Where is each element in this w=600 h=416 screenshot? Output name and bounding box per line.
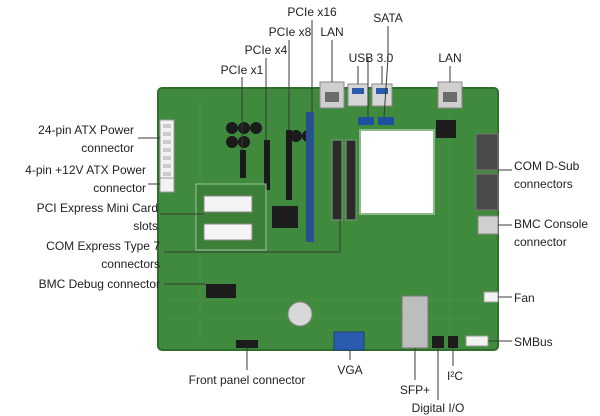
label-bmc-console-line2: connector xyxy=(514,235,567,249)
label-pcie-x1: PCIe x1 xyxy=(220,63,264,77)
i2c-header xyxy=(448,336,458,348)
label-sata: SATA xyxy=(373,11,403,25)
digital-io-header xyxy=(432,336,444,348)
label-fan: Fan xyxy=(514,291,535,305)
pcie-x4-slot xyxy=(264,140,270,190)
pcie-x8-slot xyxy=(286,130,292,200)
label-com-dsub-line1: COM D-Sub xyxy=(514,159,580,173)
pcie-x1-slot xyxy=(240,150,246,178)
label-comexp-line1: COM Express Type 7 xyxy=(46,239,160,253)
pcie-x16-slot xyxy=(306,112,314,242)
capacitors xyxy=(226,122,314,148)
fan-header xyxy=(483,291,499,303)
sata-connector-2 xyxy=(378,117,394,125)
label-minicard-line1: PCI Express Mini Card xyxy=(36,201,158,215)
com-dsub-2 xyxy=(475,173,499,211)
com-express-module-area xyxy=(359,129,435,215)
minicard-slot-2 xyxy=(203,223,253,241)
label-atx24-line1: 24-pin ATX Power xyxy=(38,123,134,137)
label-front-panel: Front panel connector xyxy=(188,373,306,387)
usb30-port-1 xyxy=(347,83,369,107)
leader-lines xyxy=(138,20,512,400)
label-bmc-console-line1: BMC Console xyxy=(514,217,589,231)
com-express-connector-1 xyxy=(331,139,343,221)
sata-connector-1 xyxy=(358,117,374,125)
label-vga: VGA xyxy=(337,363,363,377)
minicard-slot-1 xyxy=(203,195,253,213)
atx4-connector xyxy=(159,177,175,193)
label-sfp: SFP+ xyxy=(399,383,431,397)
label-lan-top: LAN xyxy=(320,25,344,39)
label-pcie-x8: PCIe x8 xyxy=(268,25,312,39)
sfp-cage xyxy=(401,295,429,349)
label-pcie-x16: PCIe x16 xyxy=(287,5,337,19)
label-atx4-line2: connector xyxy=(93,181,146,195)
label-pcie-x4: PCIe x4 xyxy=(244,43,288,57)
label-minicard-line2: slots xyxy=(133,219,158,233)
smbus-header xyxy=(465,335,489,347)
label-smbus: SMBus xyxy=(514,335,553,349)
com-dsub-1 xyxy=(475,133,499,171)
com-express-connector-2 xyxy=(345,139,357,221)
label-atx24-line2: connector xyxy=(81,141,134,155)
chip-1 xyxy=(272,206,298,228)
bmc-console-port xyxy=(477,215,499,235)
label-atx4-line1: 4-pin +12V ATX Power xyxy=(25,163,146,177)
label-lan-right: LAN xyxy=(438,51,462,65)
front-panel-header xyxy=(236,340,258,348)
usb30-port-2 xyxy=(371,83,393,107)
label-com-dsub-line2: connectors xyxy=(514,177,573,191)
label-comexp-line2: connectors xyxy=(101,257,160,271)
label-digital-io: Digital I/O xyxy=(411,401,465,415)
label-i2c: I²C xyxy=(447,369,463,383)
label-bmc-debug: BMC Debug connector xyxy=(38,277,160,291)
bmc-debug-connector xyxy=(206,284,236,298)
chip-2 xyxy=(436,120,456,138)
label-usb30: USB 3.0 xyxy=(348,51,394,65)
vga-port xyxy=(333,331,365,351)
battery xyxy=(287,301,313,327)
